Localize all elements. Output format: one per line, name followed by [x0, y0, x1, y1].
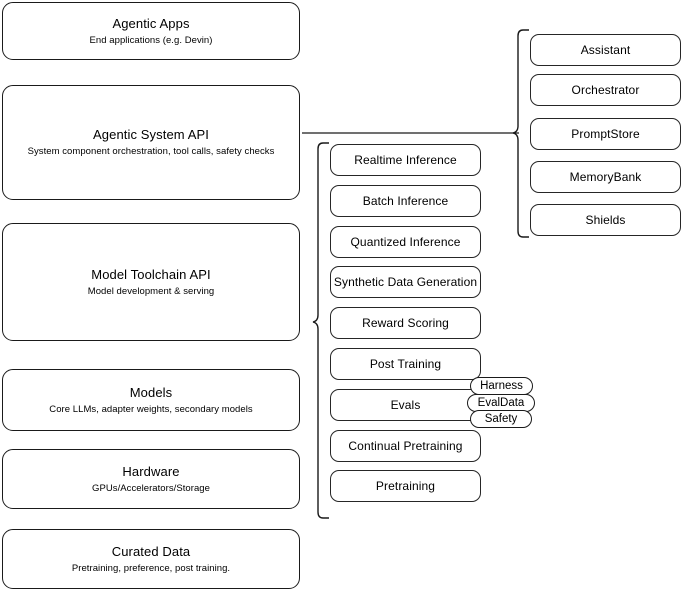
capability-label: Assistant — [580, 42, 631, 57]
capability-synthetic-data-generation[interactable]: Synthetic Data Generation — [330, 266, 481, 298]
capability-label: Orchestrator — [571, 82, 640, 97]
capability-pretraining[interactable]: Pretraining — [330, 470, 481, 502]
capability-memorybank[interactable]: MemoryBank — [530, 161, 681, 193]
capability-shields[interactable]: Shields — [530, 204, 681, 236]
capability-reward-scoring[interactable]: Reward Scoring — [330, 307, 481, 339]
capability-post-training[interactable]: Post Training — [330, 348, 481, 380]
capability-label: Post Training — [369, 356, 442, 371]
capability-label: Synthetic Data Generation — [333, 274, 478, 289]
capability-label: Batch Inference — [362, 193, 449, 208]
capability-promptstore[interactable]: PromptStore — [530, 118, 681, 150]
capability-label: Pretraining — [375, 478, 436, 493]
capability-label: Reward Scoring — [362, 315, 449, 330]
bracket-system-capabilities — [512, 29, 529, 238]
layer-title: Hardware — [122, 463, 180, 479]
capability-label: Shields — [585, 212, 626, 227]
capability-assistant[interactable]: Assistant — [530, 34, 681, 66]
capability-batch-inference[interactable]: Batch Inference — [330, 185, 481, 217]
layer-title: Agentic Apps — [112, 15, 190, 31]
layer-models[interactable]: Models Core LLMs, adapter weights, secon… — [2, 369, 300, 431]
layer-title: Model Toolchain API — [91, 266, 211, 282]
layer-agentic-apps[interactable]: Agentic Apps End applications (e.g. Devi… — [2, 2, 300, 60]
layer-subtitle: GPUs/Accelerators/Storage — [92, 482, 210, 494]
capability-orchestrator[interactable]: Orchestrator — [530, 74, 681, 106]
layer-subtitle: System component orchestration, tool cal… — [27, 146, 275, 157]
bracket-toolchain-capabilities — [312, 142, 329, 519]
evals-subitem-safety[interactable]: Safety — [470, 410, 532, 428]
evals-subitem-harness[interactable]: Harness — [470, 377, 533, 395]
capability-continual-pretraining[interactable]: Continual Pretraining — [330, 430, 481, 462]
layer-subtitle: Model development & serving — [87, 285, 215, 297]
layer-model-toolchain-api[interactable]: Model Toolchain API Model development & … — [2, 223, 300, 341]
capability-realtime-inference[interactable]: Realtime Inference — [330, 144, 481, 176]
capability-label: MemoryBank — [569, 169, 642, 184]
layer-curated-data[interactable]: Curated Data Pretraining, preference, po… — [2, 529, 300, 589]
layer-title: Models — [129, 384, 173, 400]
capability-label: Quantized Inference — [350, 234, 461, 249]
layer-title: Curated Data — [111, 543, 191, 559]
layer-subtitle: Core LLMs, adapter weights, secondary mo… — [49, 403, 253, 415]
layer-subtitle: Pretraining, preference, post training. — [71, 562, 231, 574]
capability-label: PromptStore — [571, 126, 640, 141]
capability-quantized-inference[interactable]: Quantized Inference — [330, 226, 481, 258]
capability-evals[interactable]: Evals — [330, 389, 481, 421]
capability-label: Evals — [390, 397, 421, 412]
layer-agentic-system-api[interactable]: Agentic System API System component orch… — [2, 85, 300, 200]
capability-label: Continual Pretraining — [348, 438, 463, 453]
layer-subtitle: End applications (e.g. Devin) — [89, 34, 213, 46]
layer-title: Agentic System API — [93, 127, 209, 142]
capability-label: Realtime Inference — [354, 152, 457, 167]
layer-hardware[interactable]: Hardware GPUs/Accelerators/Storage — [2, 449, 300, 509]
